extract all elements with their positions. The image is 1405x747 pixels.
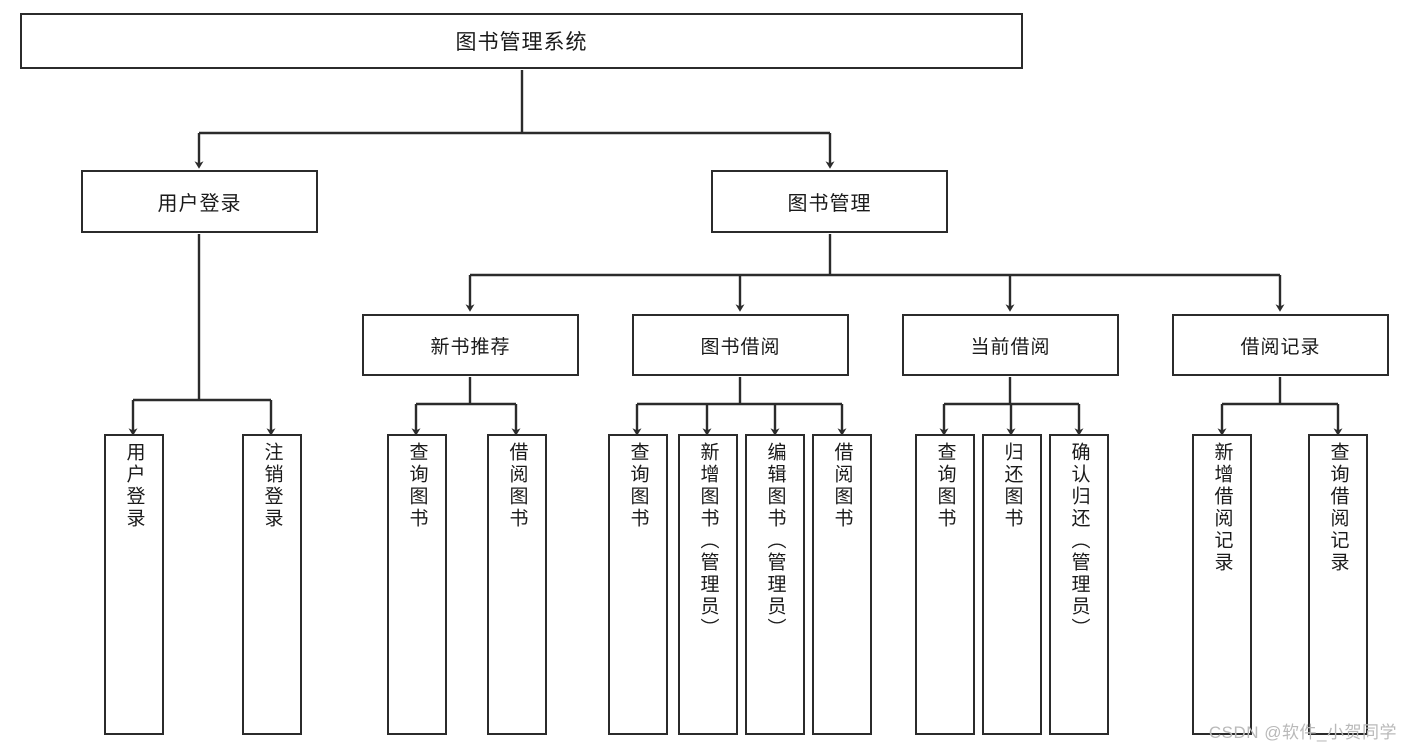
node-label: 查询图书: [934, 442, 956, 530]
node-label: 编辑图书（管理员）: [764, 442, 786, 640]
node-new-book-rec[interactable]: 新书推荐: [362, 314, 579, 376]
node-leaf-query-book-2[interactable]: 查询图书: [608, 434, 668, 735]
node-label: 借阅记录: [1240, 336, 1321, 358]
node-leaf-edit-book[interactable]: 编辑图书（管理员）: [745, 434, 805, 735]
node-label: 查询图书: [627, 442, 649, 530]
node-label: 用户登录: [123, 442, 145, 530]
node-leaf-borrow-book-2[interactable]: 借阅图书: [812, 434, 872, 735]
node-leaf-add-record[interactable]: 新增借阅记录: [1192, 434, 1252, 735]
node-leaf-confirm-return[interactable]: 确认归还（管理员）: [1049, 434, 1109, 735]
node-current-borrow[interactable]: 当前借阅: [902, 314, 1119, 376]
node-label: 新增图书（管理员）: [697, 442, 719, 640]
node-leaf-query-record[interactable]: 查询借阅记录: [1308, 434, 1368, 735]
node-leaf-user-logout[interactable]: 注销登录: [242, 434, 302, 735]
node-user-login[interactable]: 用户登录: [81, 170, 318, 233]
node-leaf-add-book[interactable]: 新增图书（管理员）: [678, 434, 738, 735]
node-label: 借阅图书: [831, 442, 853, 530]
node-label: 新书推荐: [430, 336, 511, 358]
node-label: 借阅图书: [506, 442, 528, 530]
node-label: 查询图书: [406, 442, 428, 530]
node-book-manage[interactable]: 图书管理: [711, 170, 948, 233]
node-leaf-user-login[interactable]: 用户登录: [104, 434, 164, 735]
csdn-watermark: CSDN @软件_小贺同学: [1208, 723, 1397, 742]
node-label: 查询借阅记录: [1327, 442, 1349, 574]
node-leaf-borrow-book-1[interactable]: 借阅图书: [487, 434, 547, 735]
node-label: 图书管理系统: [455, 31, 588, 54]
node-label: 图书管理: [787, 193, 872, 215]
node-label: 当前借阅: [970, 336, 1051, 358]
node-label: 确认归还（管理员）: [1068, 442, 1090, 640]
node-borrow-record[interactable]: 借阅记录: [1172, 314, 1389, 376]
node-root-system[interactable]: 图书管理系统: [20, 13, 1023, 69]
node-leaf-query-book-3[interactable]: 查询图书: [915, 434, 975, 735]
node-leaf-query-book-1[interactable]: 查询图书: [387, 434, 447, 735]
node-label: 用户登录: [157, 193, 242, 215]
node-label: 图书借阅: [700, 336, 781, 358]
node-label: 注销登录: [261, 442, 283, 530]
node-label: 归还图书: [1001, 442, 1023, 530]
node-label: 新增借阅记录: [1211, 442, 1233, 574]
node-book-borrow[interactable]: 图书借阅: [632, 314, 849, 376]
node-leaf-return-book[interactable]: 归还图书: [982, 434, 1042, 735]
